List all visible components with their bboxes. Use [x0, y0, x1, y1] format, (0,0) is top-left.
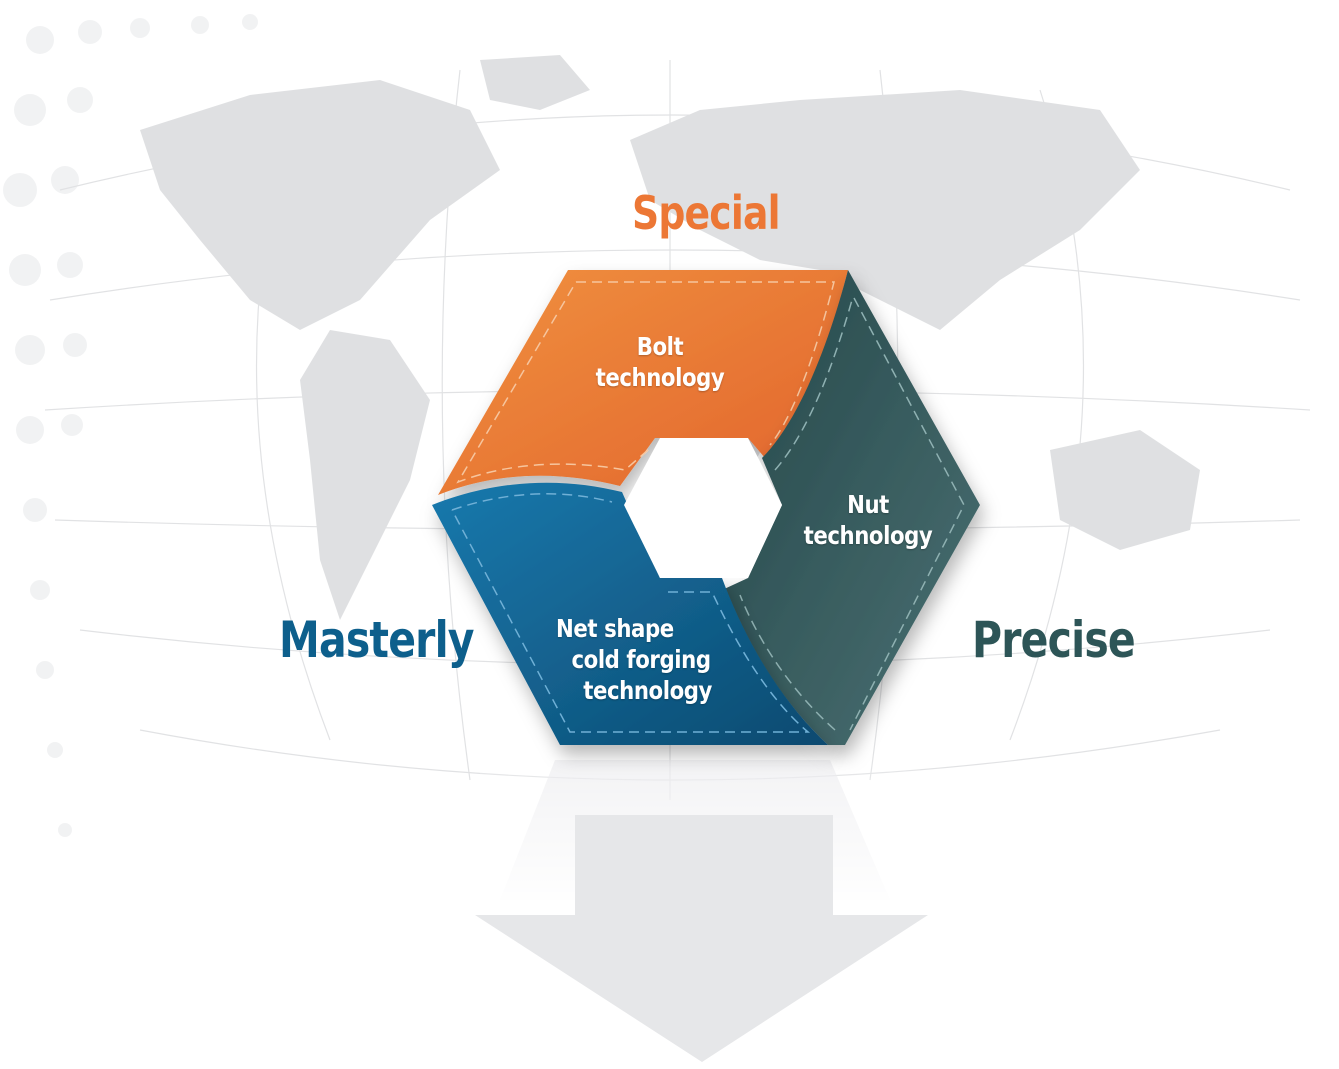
net-line-1: Net shape [556, 614, 674, 643]
nut-technology-text: Nut technology [792, 489, 945, 551]
bolt-technology-text: Bolt technology [584, 331, 737, 393]
precise-label: Precise [972, 611, 1136, 669]
net-line-3: technology [583, 676, 712, 705]
nut-segment [722, 270, 980, 745]
nut-line-1: Nut [847, 490, 889, 519]
net-shape-text: Net shape cold forging technology [549, 613, 712, 706]
masterly-label: Masterly [279, 611, 475, 669]
net-shape-segment [432, 482, 828, 745]
down-arrow-icon [475, 815, 928, 1062]
bolt-line-1: Bolt [636, 332, 684, 361]
nut-line-2: technology [803, 521, 933, 550]
bolt-segment [438, 270, 848, 495]
net-line-2: cold forging [571, 645, 711, 674]
bolt-line-2: technology [595, 363, 725, 392]
halftone-dots [3, 14, 258, 837]
special-label: Special [632, 186, 781, 240]
center-hexagon [624, 438, 782, 578]
